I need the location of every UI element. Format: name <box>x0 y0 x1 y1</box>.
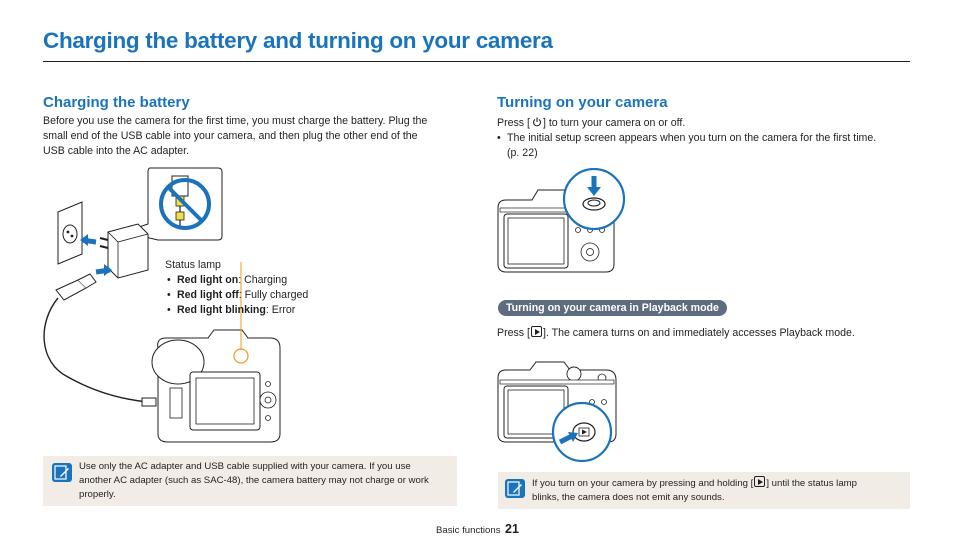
list-item: Red light blinking: Error <box>167 303 308 318</box>
playback-prefix: Press [ <box>497 327 530 339</box>
list-item: Red light on: Charging <box>167 273 308 288</box>
usb-plug-icon <box>55 273 97 301</box>
title-divider <box>43 61 910 62</box>
charging-intro-line: small end of the USB cable into your cam… <box>43 130 418 142</box>
footer-section-label: Basic functions <box>436 525 501 536</box>
status-desc: : Fully charged <box>238 289 309 301</box>
turning-on-heading: Turning on your camera <box>497 94 668 111</box>
playback-icon <box>530 326 542 337</box>
charging-intro: Before you use the camera for the first … <box>43 114 463 159</box>
press-prefix: Press [ <box>497 117 530 129</box>
bullet-line: The initial setup screen appears when yo… <box>507 132 877 144</box>
note-prefix: If you turn on your camera by pressing a… <box>532 478 754 489</box>
charging-intro-line: USB cable into the AC adapter. <box>43 145 190 157</box>
charging-intro-line: Before you use the camera for the first … <box>43 115 428 127</box>
playback-instructions: Press [ ]. The camera turns on and immedi… <box>497 326 907 341</box>
page-title: Charging the battery and turning on your… <box>43 28 553 53</box>
camera-body-icon <box>151 329 281 443</box>
note-line: properly. <box>79 489 116 500</box>
status-desc: : Charging <box>238 274 288 286</box>
status-desc: : Error <box>265 304 296 316</box>
note-pencil-icon <box>505 479 525 498</box>
charging-note: Use only the AC adapter and USB cable su… <box>43 456 457 506</box>
note-pencil-icon <box>52 463 72 482</box>
note-line: another AC adapter (such as SAC-48), the… <box>79 475 429 486</box>
note-line: blinks, the camera does not emit any sou… <box>532 492 725 503</box>
note-line: Use only the AC adapter and USB cable su… <box>79 461 411 472</box>
charging-illustration <box>43 167 281 443</box>
status-lamp-legend: Status lamp Red light on: Charging Red l… <box>165 258 308 318</box>
playback-button-illustration <box>497 361 617 463</box>
list-item: The initial setup screen appears when yo… <box>497 131 907 161</box>
power-icon <box>531 116 542 127</box>
list-item: Red light off: Fully charged <box>167 288 308 303</box>
power-button-illustration <box>497 168 626 273</box>
status-term: Red light off <box>177 289 239 301</box>
turning-on-instructions: Press [] to turn your camera on or off. … <box>497 116 907 161</box>
wall-socket-icon <box>57 201 83 265</box>
playback-suffix: ]. The camera turns on and immediately a… <box>542 327 855 339</box>
press-suffix: ] to turn your camera on or off. <box>542 117 686 129</box>
charging-heading: Charging the battery <box>43 94 190 111</box>
note-suffix: ] until the status lamp <box>766 478 857 489</box>
status-term: Red light blinking <box>177 304 266 316</box>
bullet-line: (p. 22) <box>507 147 538 159</box>
playback-mode-label: Turning on your camera in Playback mode <box>498 300 727 316</box>
status-lamp-label: Status lamp <box>165 259 221 271</box>
page-number: 21 <box>505 522 519 536</box>
prohibited-cable-icon <box>159 175 211 230</box>
status-term: Red light on <box>177 274 239 286</box>
playback-icon <box>754 476 766 487</box>
ac-adapter-icon <box>99 223 149 279</box>
playback-note: If you turn on your camera by pressing a… <box>498 472 910 509</box>
